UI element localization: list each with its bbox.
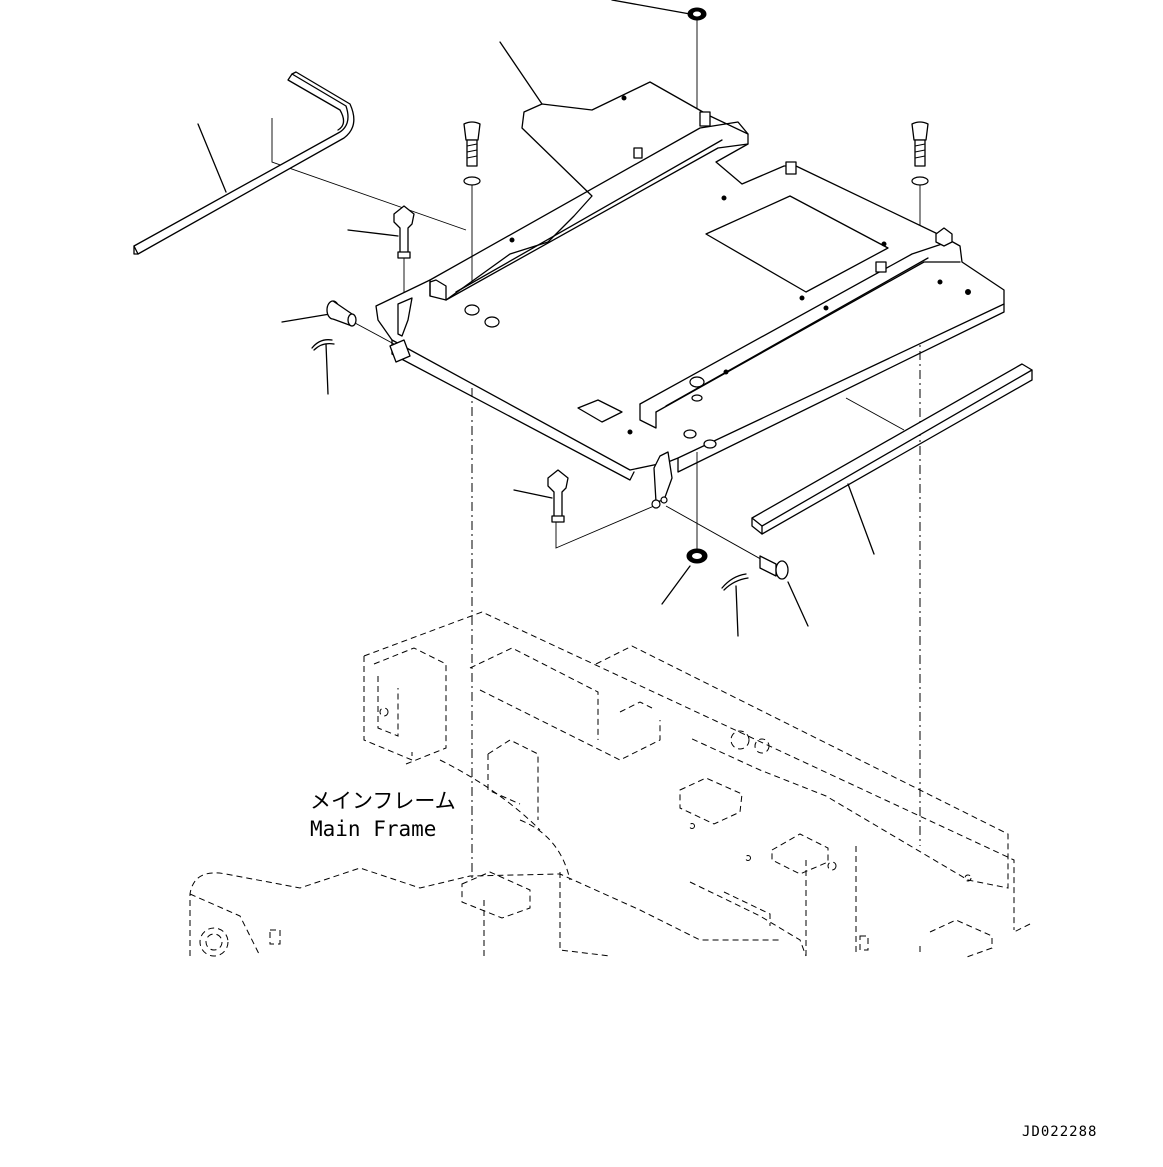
small-cutout	[577, 399, 623, 423]
inspection-opening	[705, 195, 889, 293]
leader-latch-left	[347, 229, 399, 237]
leader-nut-top	[611, 0, 691, 15]
axis-rod-right	[845, 397, 905, 431]
leader-cotter-right	[735, 585, 739, 637]
cotter-right	[721, 573, 749, 591]
pin-right	[759, 555, 789, 580]
axis-latch-right	[555, 505, 655, 549]
drawing-code: JD022288	[1022, 1124, 1097, 1140]
latch-right	[547, 469, 569, 523]
bolt-left	[463, 121, 481, 186]
leader-lines	[197, 0, 875, 637]
leader-plate	[499, 41, 543, 105]
leader-cotter-left	[325, 343, 329, 395]
leader-rod-left	[197, 123, 227, 193]
leader-pin-right	[787, 581, 809, 627]
nut-top	[687, 7, 707, 21]
main-frame-label-jp: メインフレーム	[310, 789, 456, 813]
pin-left	[326, 300, 357, 327]
bolt-right	[911, 121, 929, 186]
latch-left	[393, 205, 415, 259]
cotter-left	[311, 339, 335, 351]
leader-pin-left	[281, 313, 331, 323]
leader-rod-right	[847, 483, 875, 555]
axis-pin-right	[665, 505, 767, 563]
main-frame-label-en: Main Frame	[310, 817, 436, 841]
leader-nut-bottom	[661, 565, 691, 605]
rod-left	[133, 71, 355, 255]
floor-plate	[375, 81, 1005, 509]
nut-bottom	[686, 548, 708, 564]
axis-rod-left	[271, 118, 467, 231]
main-frame-phantom	[189, 611, 1031, 959]
hinge-bracket-left	[397, 297, 413, 337]
leader-latch-right	[513, 489, 553, 499]
rod-right	[751, 363, 1033, 535]
